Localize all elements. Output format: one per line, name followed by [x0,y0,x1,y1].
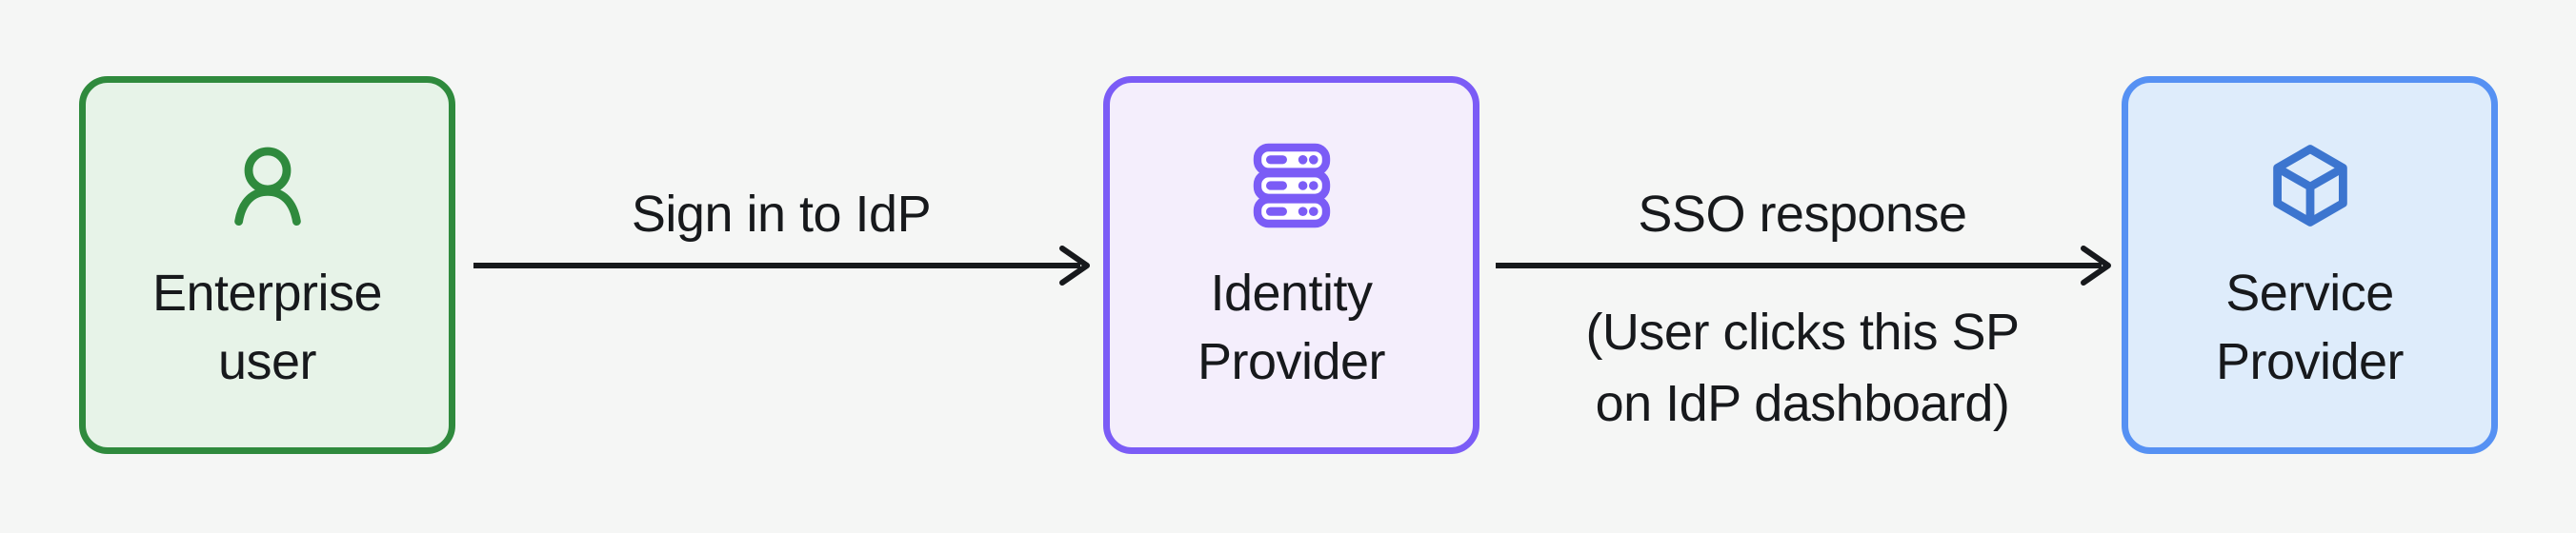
node-enterprise-user: Enterprise user [79,76,455,454]
cube-icon [2264,140,2356,231]
edge-label-sign-in-to-idp: Sign in to IdP [631,186,932,243]
node-label-identity-provider: Identity Provider [1197,265,1386,390]
node-service-provider: Service Provider [2122,76,2498,454]
arrow-idp-to-sp [1496,246,2111,286]
node-label-enterprise-user: Enterprise user [151,265,383,390]
server-stack-icon [1246,140,1338,231]
edge-label-sso-response: SSO response [1638,186,1967,243]
arrow-user-to-idp [473,246,1090,286]
user-icon [222,140,313,231]
edge-sublabel-user-clicks-sp: (User clicks this SP on IdP dashboard) [1585,304,2020,432]
node-label-service-provider: Service Provider [2215,265,2405,390]
node-identity-provider: Identity Provider [1103,76,1479,454]
